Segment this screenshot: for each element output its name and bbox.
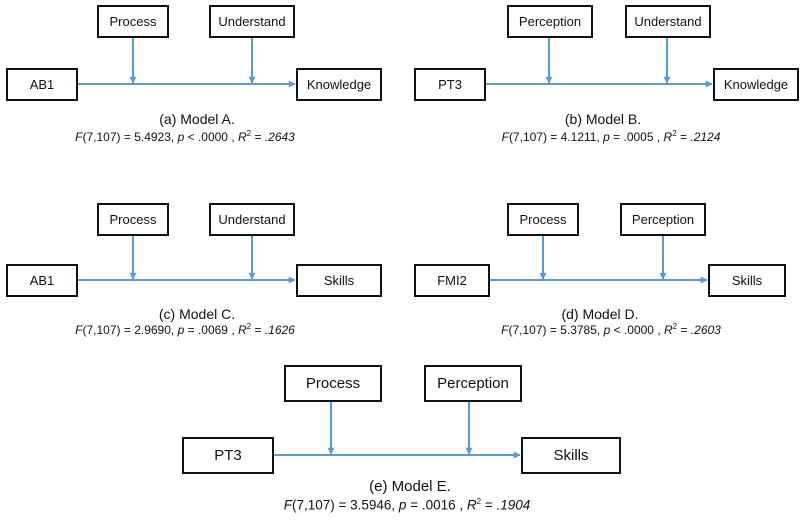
model-stats-b: F(7,107) = 4.1211, p = .0005 , R2 = .212… xyxy=(501,129,721,144)
moderator-box-d-1: Process xyxy=(507,203,579,236)
stat-p-value: = .0005 xyxy=(613,130,654,144)
target-box-b: Knowledge xyxy=(713,68,799,101)
moderator-box-a-1: Process xyxy=(97,5,169,38)
stat-r2-value: .1626 xyxy=(264,323,295,337)
model-caption-d: (d) Model D. xyxy=(561,306,639,322)
stat-r2-value: .2124 xyxy=(690,130,721,144)
stat-r-symbol: R xyxy=(663,130,673,144)
moderator-box-e-2: Perception xyxy=(424,365,522,402)
stat-r-symbol: R xyxy=(238,130,247,144)
model-caption-c: (c) Model C. xyxy=(158,306,236,322)
stat-p-value: = .0016 xyxy=(410,497,456,513)
stat-r-symbol: R xyxy=(664,323,673,337)
target-box-d: Skills xyxy=(708,264,786,297)
model-caption-a: (a) Model A. xyxy=(159,111,235,127)
moderator-box-c-2: Understand xyxy=(209,203,295,236)
source-box-a: AB1 xyxy=(6,68,78,101)
stat-r2-value: .1904 xyxy=(496,497,531,513)
stat-p-value: = .0069 xyxy=(187,323,228,337)
stat-f-symbol: F xyxy=(501,323,509,337)
stat-r-superscript: 2 xyxy=(246,129,252,138)
moderator-box-d-2: Perception xyxy=(620,203,706,236)
stat-r-superscript: 2 xyxy=(476,497,482,506)
moderator-box-b-2: Understand xyxy=(625,5,711,38)
target-box-a: Knowledge xyxy=(296,68,382,101)
model-caption-b: (b) Model B. xyxy=(564,111,642,127)
stat-r-superscript: 2 xyxy=(672,322,678,331)
stat-p-value: < .0000 xyxy=(613,323,654,337)
source-box-e: PT3 xyxy=(182,437,274,474)
stat-f-value: (7,107) = 2.9690, xyxy=(82,323,175,337)
moderator-box-b-1: Perception xyxy=(507,5,593,38)
moderator-box-c-1: Process xyxy=(97,203,169,236)
stat-f-value: (7,107) = 5.4923, xyxy=(82,130,175,144)
stat-p-value: < .0000 xyxy=(187,130,228,144)
target-box-e: Skills xyxy=(521,437,621,474)
stat-p-symbol: p xyxy=(177,323,185,337)
stat-f-symbol: F xyxy=(283,497,292,513)
stat-p-symbol: p xyxy=(398,497,407,513)
stat-r-superscript: 2 xyxy=(246,322,252,331)
moderator-box-a-2: Understand xyxy=(209,5,295,38)
stat-r-symbol: R xyxy=(238,323,247,337)
stat-f-symbol: F xyxy=(75,323,83,337)
stat-p-symbol: p xyxy=(603,323,611,337)
source-box-b: PT3 xyxy=(414,68,486,101)
stat-f-value: (7,107) = 5.3785, xyxy=(508,323,601,337)
stat-f-symbol: F xyxy=(501,130,509,144)
target-box-c: Skills xyxy=(296,264,382,297)
moderator-box-e-1: Process xyxy=(284,365,382,402)
stat-r2-value: .2603 xyxy=(690,323,721,337)
source-box-c: AB1 xyxy=(6,264,78,297)
model-stats-e: F(7,107) = 3.5946, p = .0016 , R2 = .190… xyxy=(283,497,531,513)
model-stats-a: F(7,107) = 5.4923, p < .0000 , R2 = .264… xyxy=(75,129,295,144)
model-stats-c: F(7,107) = 2.9690, p = .0069 , R2 = .162… xyxy=(75,322,295,337)
stat-f-value: (7,107) = 3.5946, xyxy=(291,497,396,513)
stat-f-symbol: F xyxy=(75,130,83,144)
source-box-d: FMI2 xyxy=(414,264,490,297)
stat-r-symbol: R xyxy=(466,497,477,513)
stat-p-symbol: p xyxy=(177,130,185,144)
stat-p-symbol: p xyxy=(603,130,610,144)
stat-f-value: (7,107) = 4.1211, xyxy=(508,130,600,144)
stat-r2-value: .2643 xyxy=(264,130,295,144)
model-stats-d: F(7,107) = 5.3785, p < .0000 , R2 = .260… xyxy=(501,322,721,337)
stat-r-superscript: 2 xyxy=(672,129,677,138)
model-caption-e: (e) Model E. xyxy=(369,478,451,495)
